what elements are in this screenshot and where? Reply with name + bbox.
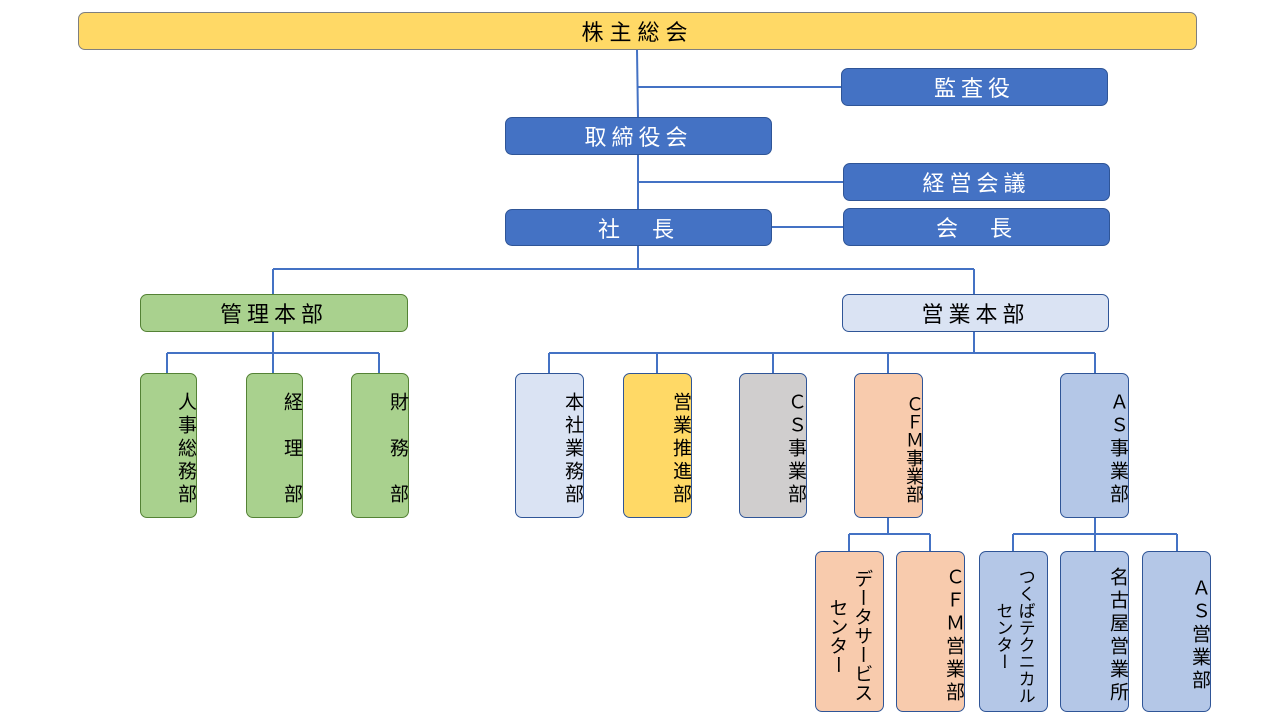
chairman-box: 会 長 — [843, 208, 1110, 246]
data-service-center: データサービスセンター — [815, 551, 884, 712]
cfm-sales-dept: ＣＦＭ営業部 — [896, 551, 965, 712]
hr-general-affairs-dept: 人事総務部 — [140, 373, 197, 518]
cs-business-dept: ＣＳ事業部 — [739, 373, 807, 518]
as-business-dept: ＡＳ事業部 — [1060, 373, 1129, 518]
head-office-operations-dept: 本社業務部 — [515, 373, 584, 518]
board-of-directors-box: 取締役会 — [505, 117, 772, 155]
as-sales-dept: ＡＳ営業部 — [1142, 551, 1211, 712]
tsukuba-technical-center: つくばテクニカルセンター — [979, 551, 1048, 712]
nagoya-sales-office: 名古屋営業所 — [1060, 551, 1129, 712]
cfm-business-dept: ＣＦＭ事業部 — [854, 373, 924, 518]
shareholders-meeting-box: 株主総会 — [78, 12, 1197, 50]
sales-promotion-dept: 営業推進部 — [623, 373, 692, 518]
auditor-box: 監査役 — [841, 68, 1108, 106]
president-box: 社 長 — [505, 209, 772, 246]
sales-division-box: 営業本部 — [842, 294, 1109, 332]
finance-dept: 財 務 部 — [351, 373, 409, 518]
accounting-dept: 経 理 部 — [246, 373, 303, 518]
admin-division-box: 管理本部 — [140, 294, 408, 332]
management-meeting-box: 経営会議 — [843, 163, 1110, 201]
